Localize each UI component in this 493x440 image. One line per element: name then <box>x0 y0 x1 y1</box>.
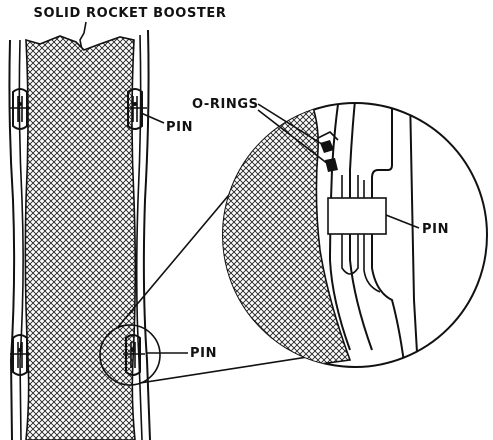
upper-joint-right <box>125 88 147 130</box>
pin-label-detail: PIN <box>422 222 449 237</box>
detail-tang-inner <box>349 103 373 351</box>
o-rings-leader-lower <box>257 109 329 165</box>
detail-clevis-outer <box>371 103 406 367</box>
detail-clevis-inner <box>363 180 381 293</box>
pin-leader-detail <box>385 214 420 229</box>
lower-joint-left <box>10 334 30 376</box>
pin-label-lower: PIN <box>190 346 217 361</box>
pin-leader-upper <box>140 112 165 124</box>
detail-clevis-slot <box>341 175 359 275</box>
detail-source-circle <box>99 324 161 386</box>
detail-pin-block <box>327 197 387 235</box>
detail-outer-case-right <box>409 103 419 367</box>
booster-inner-liner-left <box>18 39 24 440</box>
pin-label-upper: PIN <box>166 120 193 135</box>
upper-joint-left <box>10 88 30 130</box>
title-label: SOLID ROCKET BOOSTER <box>34 6 227 21</box>
booster-body <box>8 29 151 440</box>
o-ring-upper <box>320 140 334 153</box>
o-ring-lower <box>325 158 338 172</box>
title-leader-line <box>79 21 87 51</box>
propellant-grain <box>24 35 137 440</box>
o-ring-gap-line <box>317 131 339 141</box>
booster-outer-wall-left <box>8 39 16 440</box>
booster-inner-liner-right <box>135 34 143 440</box>
o-rings-leader-upper <box>257 103 326 147</box>
lower-joint-right <box>123 334 145 376</box>
o-rings-label: O-RINGS <box>192 97 259 112</box>
booster-outer-wall-right <box>142 29 151 440</box>
